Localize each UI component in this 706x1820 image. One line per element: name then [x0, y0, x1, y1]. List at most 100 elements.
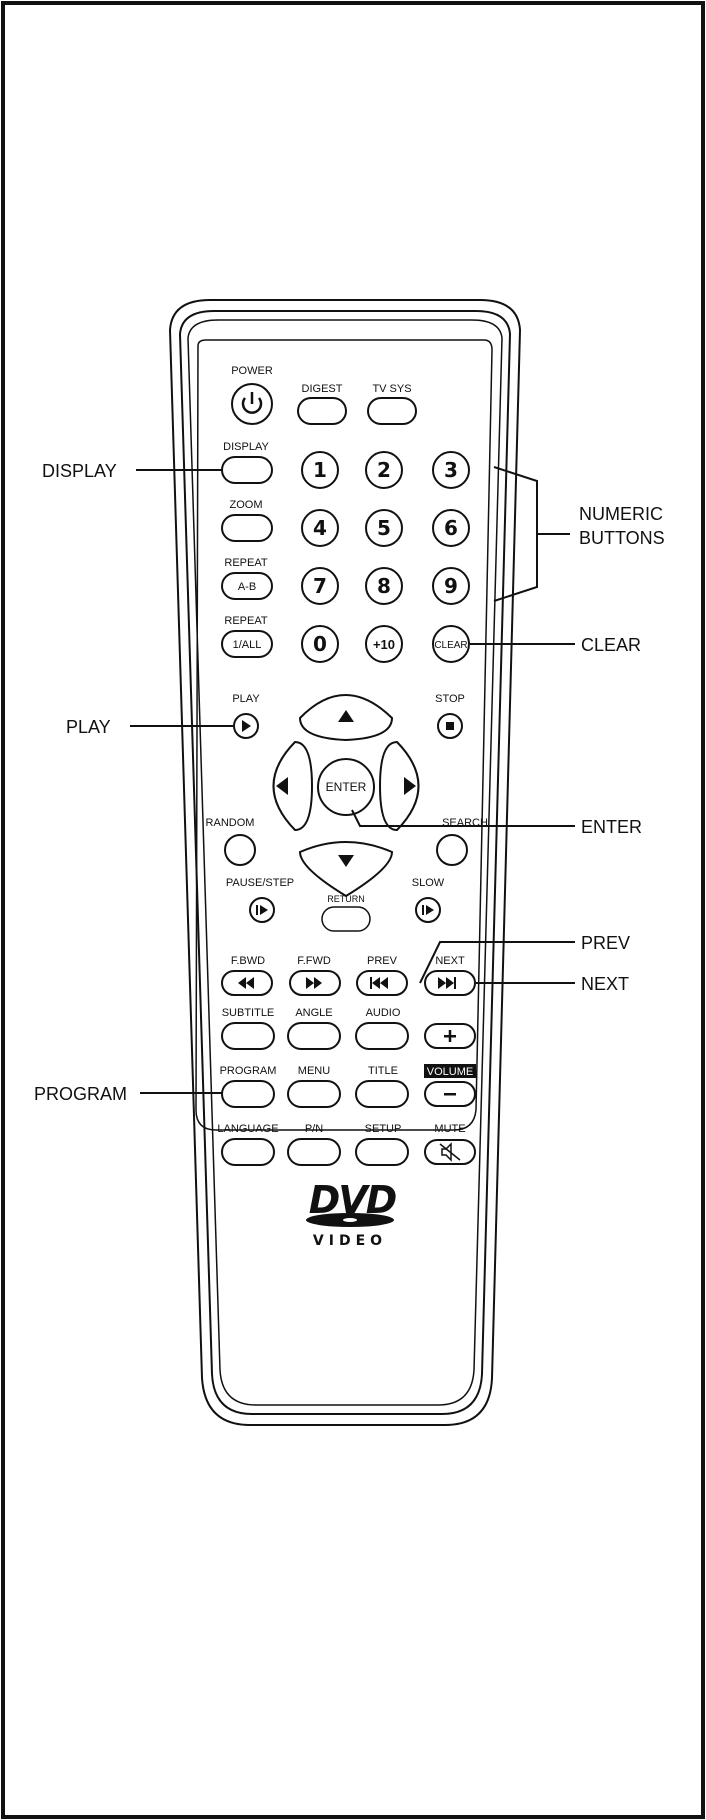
- up-arrow-icon: [338, 710, 354, 722]
- volume-down-button[interactable]: [424, 1081, 476, 1107]
- program-label: PROGRAM: [220, 1065, 277, 1077]
- next-label: NEXT: [435, 955, 465, 967]
- search-button[interactable]: [436, 834, 468, 866]
- tvsys-button[interactable]: [367, 397, 417, 425]
- callout-numeric-line1: NUMERIC: [579, 504, 663, 524]
- down-arrow-icon: [338, 855, 354, 867]
- return-button[interactable]: [321, 906, 371, 932]
- enter-button[interactable]: ENTER: [317, 758, 375, 816]
- next-button[interactable]: [424, 970, 476, 996]
- repeat-ab-button[interactable]: A-B: [221, 572, 273, 600]
- digest-label: DIGEST: [302, 383, 343, 395]
- menu-button[interactable]: [287, 1080, 341, 1108]
- audio-label: AUDIO: [366, 1007, 401, 1019]
- volume-label: VOLUME: [427, 1066, 473, 1078]
- minus-icon: [444, 1093, 456, 1096]
- power-label: POWER: [231, 365, 273, 377]
- callout-clear: CLEAR: [581, 635, 641, 655]
- digit-button-1[interactable]: 1: [301, 451, 339, 489]
- stop-label: STOP: [435, 693, 465, 705]
- play-button[interactable]: [233, 713, 259, 739]
- fast-forward-icon: [306, 977, 322, 989]
- digit-9-text: 9: [444, 574, 458, 598]
- display-label: DISPLAY: [223, 441, 269, 453]
- digit-button-9[interactable]: 9: [432, 567, 470, 605]
- search-label: SEARCH: [442, 817, 488, 829]
- repeat-ab-text: A-B: [238, 581, 256, 593]
- digit-0-text: 0: [313, 632, 327, 656]
- repeat-all-button[interactable]: 1/ALL: [221, 630, 273, 658]
- callout-display: DISPLAY: [42, 461, 117, 481]
- language-button[interactable]: [221, 1138, 275, 1166]
- title-button[interactable]: [355, 1080, 409, 1108]
- digit-button-2[interactable]: 2: [365, 451, 403, 489]
- fast-backward-icon: [238, 977, 254, 989]
- stop-button[interactable]: [437, 713, 463, 739]
- plus10-text: +10: [373, 637, 395, 652]
- angle-button[interactable]: [287, 1022, 341, 1050]
- pn-button[interactable]: [287, 1138, 341, 1166]
- stop-icon: [446, 722, 454, 730]
- audio-button[interactable]: [355, 1022, 409, 1050]
- language-label: LANGUAGE: [217, 1123, 278, 1135]
- fbwd-button[interactable]: [221, 970, 273, 996]
- digit-button-3[interactable]: 3: [432, 451, 470, 489]
- up-arrow-button[interactable]: [298, 694, 394, 742]
- zoom-label: ZOOM: [230, 499, 263, 511]
- prev-button[interactable]: [356, 970, 408, 996]
- skip-previous-icon: [370, 977, 388, 989]
- slow-label: SLOW: [412, 877, 445, 889]
- menu-label: MENU: [298, 1065, 330, 1077]
- digit-button-7[interactable]: 7: [301, 567, 339, 605]
- power-button[interactable]: [231, 383, 273, 425]
- slow-button[interactable]: [415, 897, 441, 923]
- pause-step-button[interactable]: [249, 897, 275, 923]
- digest-button[interactable]: [297, 397, 347, 425]
- clear-text: CLEAR: [434, 640, 467, 651]
- digit-7-text: 7: [313, 574, 327, 598]
- zoom-button[interactable]: [221, 514, 273, 542]
- display-button[interactable]: [221, 456, 273, 484]
- clear-button[interactable]: CLEAR: [432, 625, 470, 663]
- logo-subtext: VIDEO: [313, 1233, 387, 1249]
- volume-badge: [424, 1064, 476, 1078]
- plus10-button[interactable]: +10: [365, 625, 403, 663]
- right-arrow-icon: [404, 777, 416, 795]
- digit-button-5[interactable]: 5: [365, 509, 403, 547]
- setup-button[interactable]: [355, 1138, 409, 1166]
- subtitle-button[interactable]: [221, 1022, 275, 1050]
- callout-numeric-line2: BUTTONS: [579, 528, 665, 548]
- repeat-ab-label: REPEAT: [224, 557, 267, 569]
- callout-play: PLAY: [66, 717, 111, 737]
- mute-button[interactable]: [424, 1139, 476, 1165]
- remote-body: [168, 299, 522, 1426]
- digit-button-6[interactable]: 6: [432, 509, 470, 547]
- right-arrow-button[interactable]: [378, 740, 420, 832]
- left-arrow-button[interactable]: [272, 740, 314, 832]
- random-button[interactable]: [224, 834, 256, 866]
- digit-button-0[interactable]: 0: [301, 625, 339, 663]
- ffwd-button[interactable]: [289, 970, 341, 996]
- tvsys-label: TV SYS: [372, 383, 411, 395]
- slow-icon: [422, 905, 434, 915]
- digit-1-text: 1: [313, 458, 327, 482]
- digit-button-4[interactable]: 4: [301, 509, 339, 547]
- left-arrow-icon: [276, 777, 288, 795]
- volume-up-button[interactable]: [424, 1023, 476, 1049]
- power-icon: [241, 392, 263, 414]
- callout-program: PROGRAM: [34, 1084, 127, 1104]
- program-button[interactable]: [221, 1080, 275, 1108]
- digit-2-text: 2: [377, 458, 391, 482]
- digit-button-8[interactable]: 8: [365, 567, 403, 605]
- setup-label: SETUP: [365, 1123, 402, 1135]
- ffwd-label: F.FWD: [297, 955, 331, 967]
- play-label: PLAY: [232, 693, 260, 705]
- down-arrow-button[interactable]: [298, 841, 394, 898]
- callout-lines: [130, 466, 575, 1094]
- pause-step-label: PAUSE/STEP: [226, 877, 294, 889]
- fbwd-label: F.BWD: [231, 955, 265, 967]
- digit-5-text: 5: [377, 516, 391, 540]
